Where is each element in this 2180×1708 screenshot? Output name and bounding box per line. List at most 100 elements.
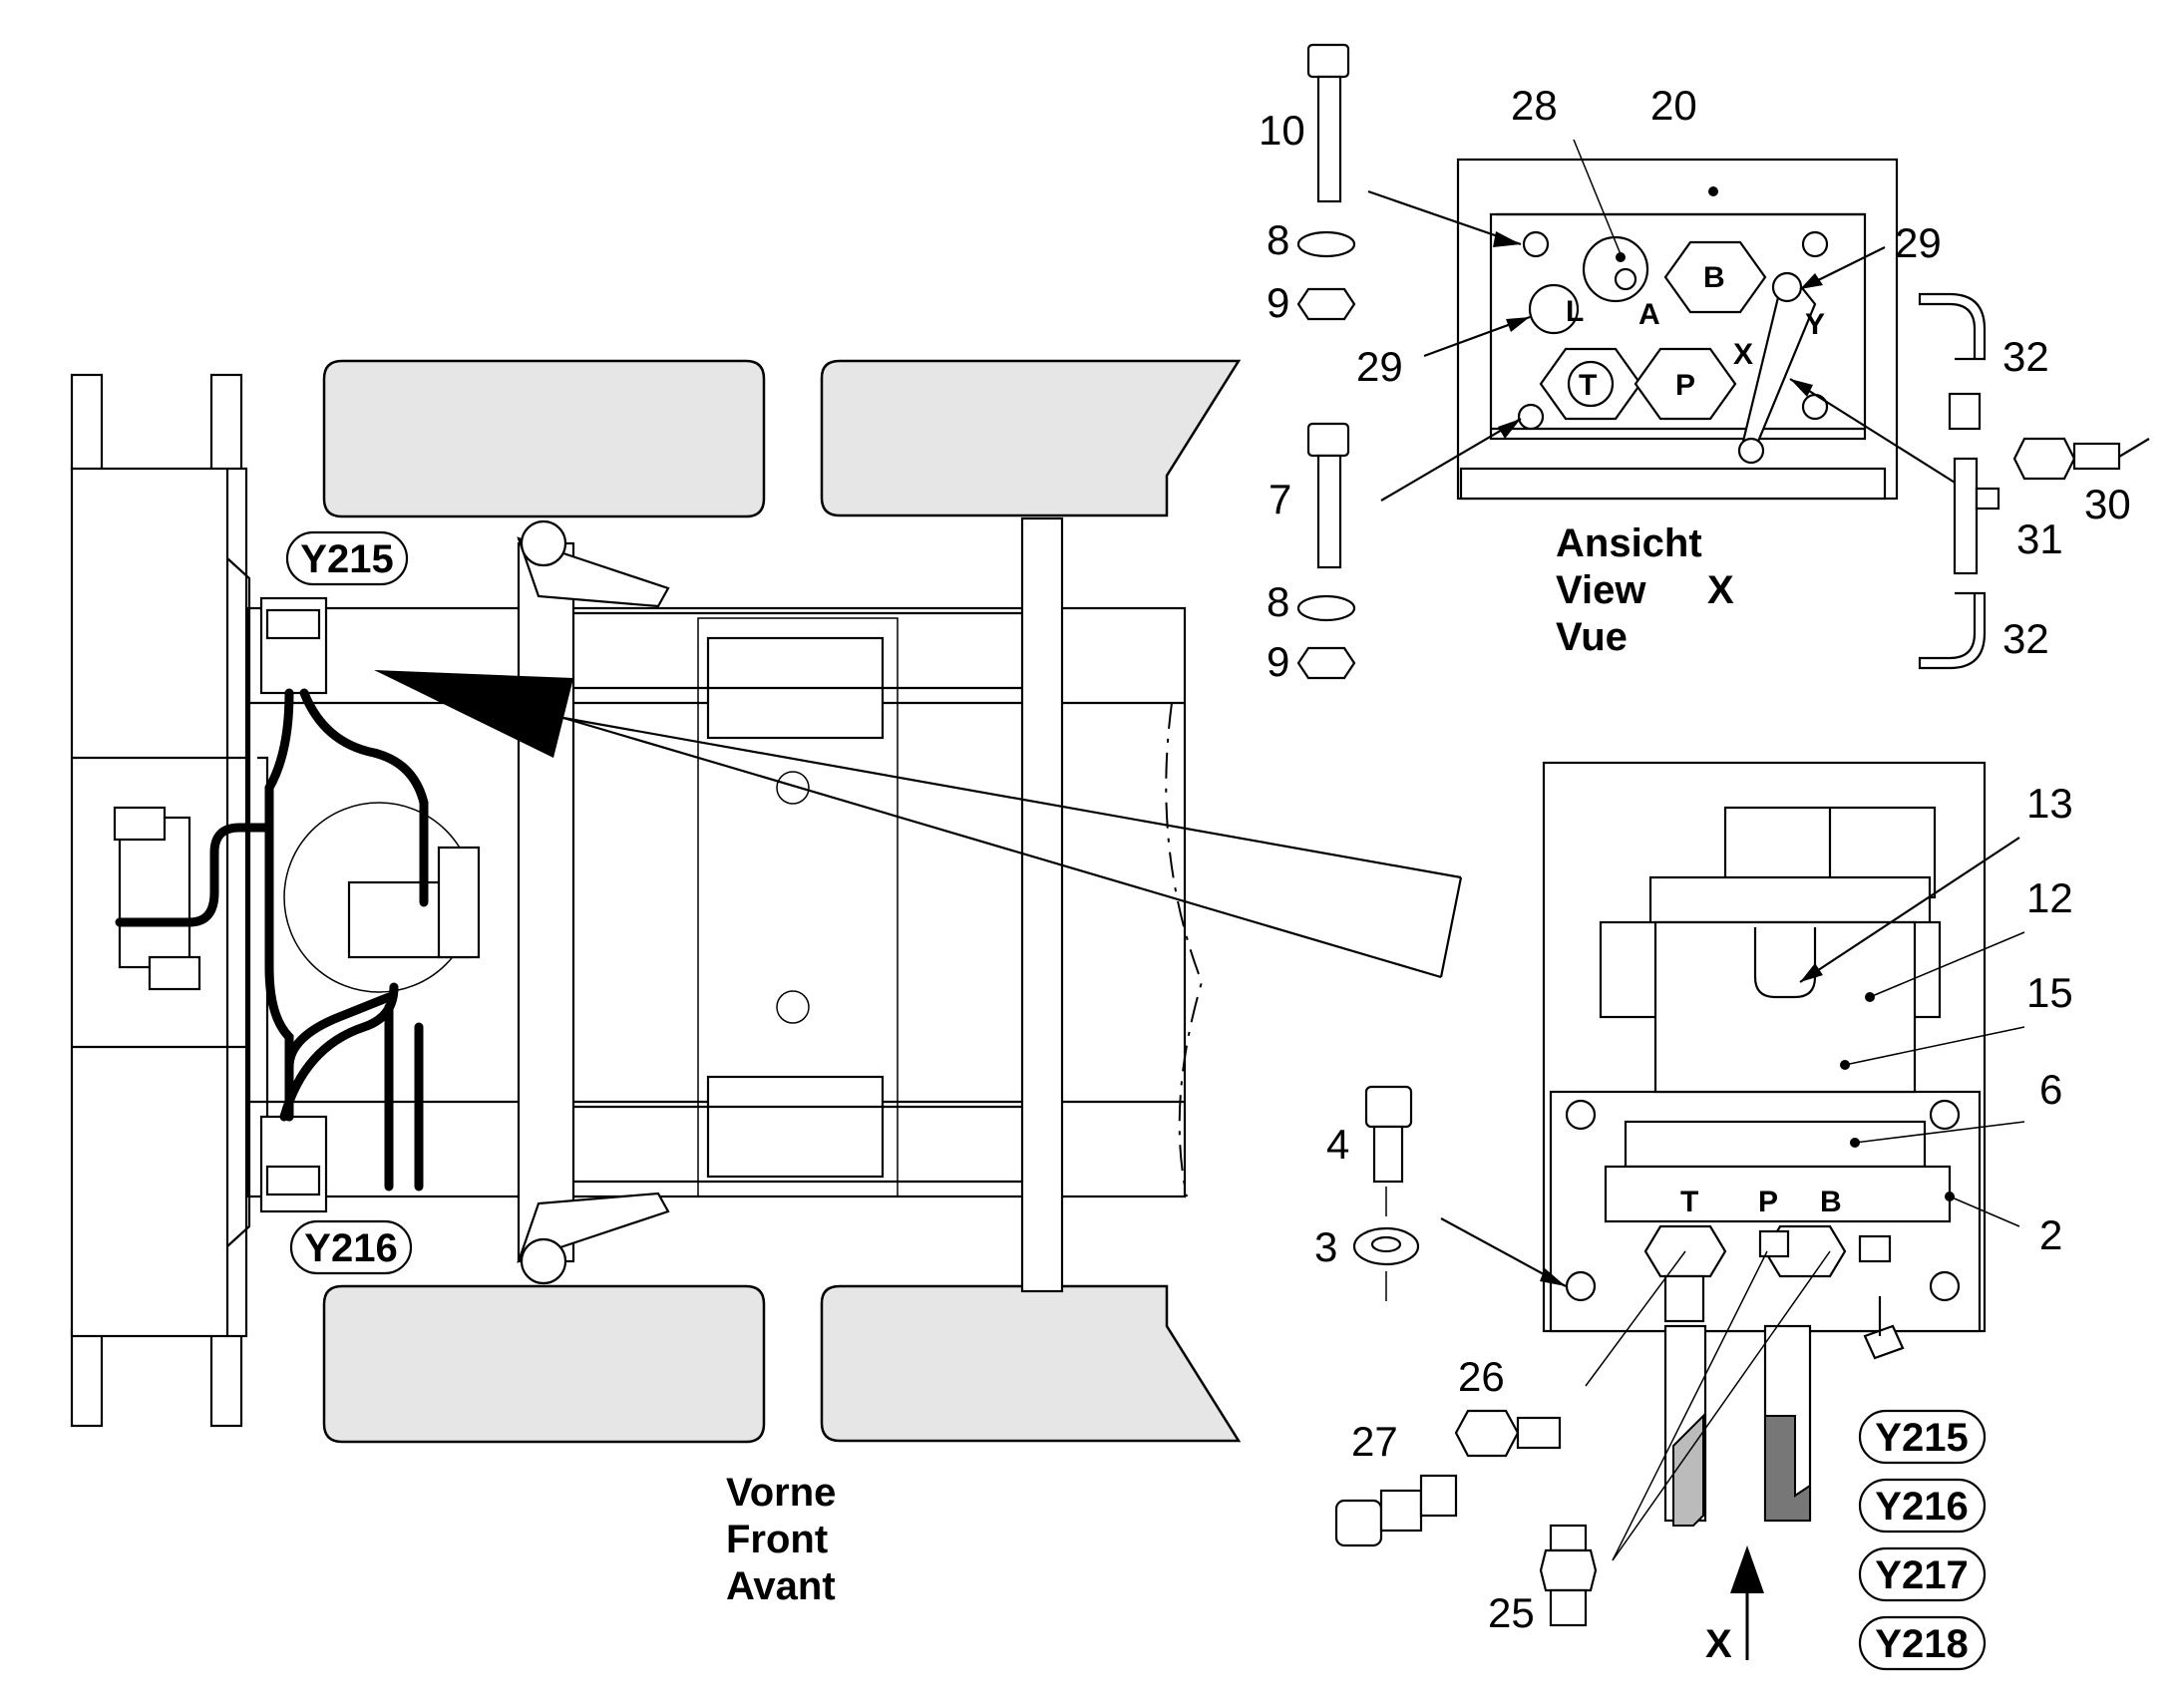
frame-post xyxy=(209,373,243,472)
lower-port-p: P xyxy=(1758,1186,1778,1218)
port-label-x: X xyxy=(1733,338,1753,371)
valve-block-detail xyxy=(1334,761,2025,1660)
label-25: 25 xyxy=(1488,1589,1535,1636)
nut-9 xyxy=(1296,287,1356,321)
view-arrow-letter: X xyxy=(1705,1622,1732,1666)
port-label-y: Y xyxy=(1805,308,1825,341)
tag-y216-side-text: Y216 xyxy=(1875,1485,1968,1529)
label-6: 6 xyxy=(2039,1066,2062,1113)
label-31: 31 xyxy=(2016,515,2063,562)
tire-rear-right xyxy=(820,1284,1242,1443)
label-10: 10 xyxy=(1259,107,1305,154)
zoom-indicator xyxy=(374,670,1463,979)
nut-9b xyxy=(1296,646,1356,680)
frame-post xyxy=(70,1329,104,1428)
tag-y215-side-text: Y215 xyxy=(1875,1416,1968,1460)
lower-port-b: B xyxy=(1820,1186,1842,1218)
washer-8 xyxy=(1296,230,1356,258)
label-12: 12 xyxy=(2026,874,2073,921)
port-label-p: P xyxy=(1675,369,1695,402)
union-30 xyxy=(2012,437,2076,481)
bolt-7-head xyxy=(1306,422,1350,458)
tag-y217-side-text: Y217 xyxy=(1875,1553,1968,1597)
solenoid-tags: Y215 Y216 Y215 Y216 Y217 Y218 xyxy=(285,530,1987,1671)
label-32-top: 32 xyxy=(2002,333,2049,380)
label-20: 20 xyxy=(1650,82,1697,129)
label-32-bottom: 32 xyxy=(2002,615,2049,662)
bolt-7-shank xyxy=(1316,454,1342,569)
caption-vorne: Vorne xyxy=(726,1471,836,1515)
axle-beam xyxy=(1020,516,1064,1293)
lower-port-t: T xyxy=(1680,1186,1698,1218)
frame-post xyxy=(209,1329,243,1428)
port-label-l: L xyxy=(1566,295,1584,328)
label-8: 8 xyxy=(1267,216,1289,263)
tag-y216-main xyxy=(289,1219,413,1275)
label-9: 9 xyxy=(1267,279,1289,326)
chassis-view xyxy=(70,359,1242,1444)
label-2: 2 xyxy=(2039,1211,2062,1258)
fitting-27 xyxy=(1334,1499,1383,1547)
tag-y215-side xyxy=(1858,1409,1987,1465)
tag-y216-main-text: Y216 xyxy=(304,1226,397,1270)
tee-31 xyxy=(1953,457,1979,575)
label-29-right: 29 xyxy=(1895,219,1942,266)
fitting-25 xyxy=(1549,1524,1588,1552)
port-b xyxy=(1663,240,1767,314)
valve-port-labels: L A B T P X Y T P B xyxy=(1566,261,1842,1218)
cylinder-block xyxy=(706,1075,885,1179)
view-x-detail xyxy=(1296,43,2150,680)
tag-y215-main-text: Y215 xyxy=(300,537,393,581)
port-l xyxy=(1528,283,1580,335)
part-number-labels: 10 8 9 7 8 9 28 20 29 29 32 30 31 32 13 … xyxy=(1259,82,2131,1636)
tire-front-right xyxy=(820,359,1242,517)
tag-y216-side xyxy=(1858,1478,1987,1534)
tire-rear-left xyxy=(322,1284,766,1444)
elbow-32-bottom xyxy=(1918,591,1987,670)
port-label-t: T xyxy=(1579,369,1597,402)
bolt-4-head xyxy=(1364,1085,1413,1129)
zoom-arrow xyxy=(374,670,573,758)
cover-6 xyxy=(1624,1120,1927,1169)
label-13: 13 xyxy=(2026,780,2073,827)
frame-post xyxy=(70,373,104,472)
caption-vue: Vue xyxy=(1556,615,1628,659)
label-30: 30 xyxy=(2084,481,2131,527)
elbow-32-top xyxy=(1918,292,1987,361)
bolt-4-shank xyxy=(1372,1125,1404,1184)
caption-avant: Avant xyxy=(726,1564,836,1608)
axle-beam xyxy=(517,541,575,1263)
tire-front-left xyxy=(322,359,766,518)
tag-y218-side xyxy=(1858,1615,1987,1671)
label-3: 3 xyxy=(1314,1223,1337,1270)
port-label-b: B xyxy=(1703,261,1725,294)
tag-y217-side xyxy=(1858,1546,1987,1602)
label-27: 27 xyxy=(1351,1418,1398,1465)
label-26: 26 xyxy=(1458,1353,1505,1400)
washer-3 xyxy=(1352,1226,1420,1266)
valve-y216 xyxy=(259,1115,328,1213)
label-28: 28 xyxy=(1511,82,1558,129)
label-9b: 9 xyxy=(1267,638,1289,685)
bolt-10-head xyxy=(1306,43,1350,79)
port-a xyxy=(1582,235,1649,303)
view-caption: Ansicht View X Vue xyxy=(1556,521,1734,659)
port-p xyxy=(1634,347,1737,421)
tag-y218-side-text: Y218 xyxy=(1875,1622,1968,1666)
label-29-left: 29 xyxy=(1356,343,1403,390)
base-2 xyxy=(1604,1165,1952,1223)
label-7: 7 xyxy=(1269,476,1291,522)
label-8b: 8 xyxy=(1267,578,1289,625)
port-label-a: A xyxy=(1638,298,1660,331)
label-15: 15 xyxy=(2026,969,2073,1016)
washer-8b xyxy=(1296,594,1356,622)
fitting-26 xyxy=(1454,1409,1520,1458)
direction-caption: Vorne Front Avant xyxy=(726,1471,836,1608)
caption-view-letter: X xyxy=(1707,568,1734,612)
bolt-10-shank xyxy=(1316,75,1342,203)
caption-front: Front xyxy=(726,1518,828,1561)
label-4: 4 xyxy=(1326,1121,1349,1168)
caption-ansicht: Ansicht xyxy=(1556,521,1702,565)
tag-y215-main xyxy=(285,530,409,586)
